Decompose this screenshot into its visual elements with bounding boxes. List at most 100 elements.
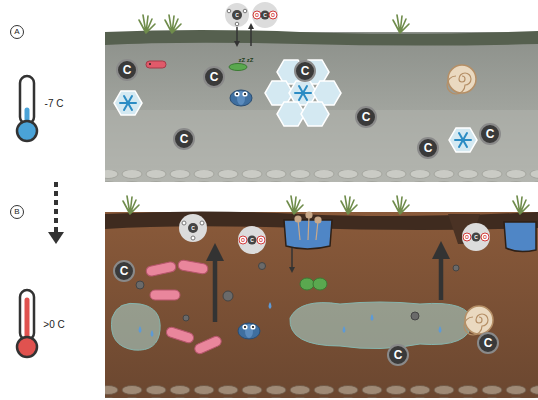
sleep-mark: zZ zZ	[239, 57, 254, 63]
methane-molecule	[232, 10, 242, 20]
ice-crystal	[301, 102, 329, 126]
methane-molecule	[182, 221, 186, 225]
node-text: C	[486, 128, 495, 140]
co2-molecule	[261, 11, 270, 20]
sleeping-cell	[229, 64, 247, 71]
methane-molecule	[225, 3, 249, 27]
grass-tuft	[165, 15, 181, 33]
fungus	[306, 212, 312, 218]
active-bacterium	[150, 290, 180, 300]
water-bear	[252, 326, 254, 328]
carbon-circle: C	[387, 344, 409, 366]
atom-letter: O	[241, 238, 245, 243]
carbon-circle: C	[116, 59, 138, 81]
water-bear	[238, 323, 260, 339]
snowflake-symbol	[455, 133, 471, 147]
methane-molecule	[225, 3, 249, 27]
water-pool	[504, 222, 536, 252]
active-bacterium	[165, 326, 195, 344]
water-pool	[284, 220, 536, 252]
gas-flux-arrow	[291, 248, 293, 270]
co2-molecule	[269, 11, 277, 19]
water-drop	[151, 330, 154, 337]
atom-letter: C	[474, 235, 478, 240]
active-bacterium	[177, 259, 208, 274]
water-bear	[244, 326, 246, 328]
grass-tuft	[123, 196, 529, 214]
frozen-soil-panel	[105, 30, 538, 46]
water-drop	[139, 326, 142, 333]
carbon-circle: C	[417, 137, 439, 159]
methane-molecule	[191, 236, 195, 240]
water-bear	[230, 90, 252, 106]
snowflake-symbol	[120, 96, 136, 110]
carbon-circle: C	[113, 260, 135, 282]
carbon-circle: C	[477, 332, 499, 354]
shell-organism	[448, 65, 476, 93]
cold-thermometer	[17, 76, 37, 141]
carbon-fragment	[259, 263, 266, 270]
shell-organism	[465, 306, 493, 334]
thawed-soil-panel	[105, 212, 538, 398]
water-bear	[230, 90, 252, 106]
carbon-circle: C	[294, 60, 316, 82]
methane-molecule	[243, 9, 247, 13]
co2-molecule	[463, 233, 471, 241]
panel-letter: A	[10, 25, 24, 39]
carbon-fragment	[223, 291, 233, 301]
gas-flux-arrow	[439, 250, 444, 300]
transition-arrow	[54, 182, 58, 232]
node-text: C	[484, 337, 493, 349]
co2-molecule	[257, 236, 265, 244]
frozen-soil-panel	[105, 30, 538, 182]
water-drop	[343, 326, 346, 333]
atom-letter: C	[250, 238, 254, 243]
water-bear	[238, 323, 260, 339]
node-text: C	[362, 111, 371, 123]
node-text: C	[180, 133, 189, 145]
co2-molecule	[238, 226, 266, 254]
carbon-circle: C	[479, 123, 501, 145]
water-drop	[269, 302, 272, 309]
fungus	[315, 217, 321, 223]
active-bacterium	[145, 259, 223, 355]
carbon-fragment	[183, 315, 189, 321]
water-bear	[242, 91, 247, 96]
atom-letter: O	[255, 13, 259, 18]
water-bear	[244, 93, 246, 95]
carbon-fragment	[411, 312, 419, 320]
co2-molecule	[252, 2, 278, 28]
co2-molecule	[481, 233, 489, 241]
grass-tuft	[123, 196, 139, 214]
grass-tuft	[139, 15, 155, 33]
node-text: C	[424, 142, 433, 154]
atom-letter: O	[465, 235, 469, 240]
co2-molecule	[462, 223, 490, 251]
atom-letter: C	[235, 13, 239, 18]
co2-molecule	[248, 236, 257, 245]
grass-tuft	[393, 196, 409, 214]
methane-molecule	[227, 9, 231, 13]
thawed-soil-panel	[105, 212, 538, 399]
fungus	[298, 220, 300, 240]
grass-tuft	[341, 196, 357, 214]
grass-tuft	[513, 196, 529, 214]
methane-molecule	[200, 221, 204, 225]
active-bacterium	[193, 335, 223, 356]
cold-thermometer	[17, 121, 37, 141]
node-text: B	[14, 208, 19, 216]
dividing-cell	[300, 278, 314, 290]
atom-letter: O	[259, 238, 263, 243]
methane-molecule	[179, 214, 207, 242]
dormant-bacterium	[146, 61, 166, 68]
methane-molecule	[188, 223, 198, 233]
node-text: C	[301, 65, 310, 77]
atom-letter: O	[483, 235, 487, 240]
co2-molecule	[239, 236, 247, 244]
frozen-soil-panel	[105, 32, 538, 182]
fungus	[295, 212, 321, 240]
gas-flux-arrow	[213, 252, 218, 322]
water-bear	[234, 91, 239, 96]
